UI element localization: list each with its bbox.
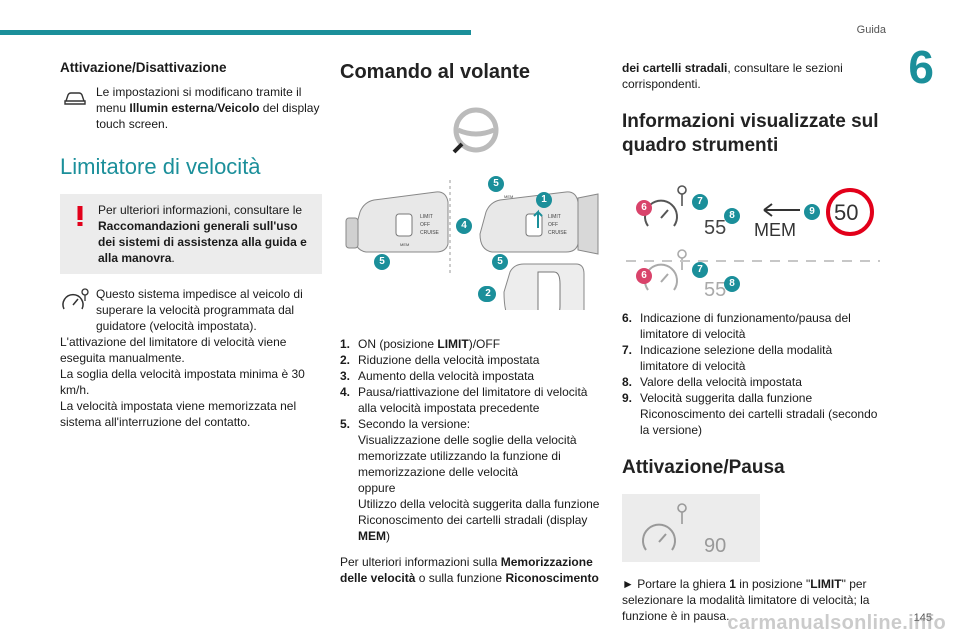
cluster-illustration: 55 MEM 50 55 6 7 8 9 6 7 8	[622, 168, 884, 301]
controls-list: 1.ON (posizione LIMIT)/OFF 2.Riduzione d…	[340, 336, 606, 544]
svg-text:OFF: OFF	[420, 222, 430, 228]
steering-illustration: LIMIT OFF CRUISE MEM LIMIT OFF CRUISE ME…	[340, 94, 606, 325]
pause-display-illustration: 90	[622, 494, 760, 562]
car-lights-icon	[60, 84, 90, 112]
list-item: 4.Pausa/riattivazione del limitatore di …	[340, 385, 588, 415]
callout-5-top: 5	[488, 176, 504, 192]
callout-6b: 6	[636, 268, 652, 284]
svg-text:CRUISE: CRUISE	[420, 230, 440, 236]
activation-paragraph: Le impostazioni si modificano tramite il…	[60, 84, 322, 132]
sign-speed-value: 50	[834, 200, 858, 225]
header-accent-bar	[0, 30, 471, 35]
callout-1: 1	[536, 192, 552, 208]
callout-4: 4	[456, 218, 472, 234]
cluster-display: 55 MEM 50 55	[644, 185, 874, 301]
svg-text:MEM: MEM	[504, 194, 513, 199]
rear-stalk	[503, 263, 585, 325]
separator-dashes	[626, 260, 880, 262]
svg-text:CRUISE: CRUISE	[548, 230, 568, 236]
callout-9: 9	[804, 204, 820, 220]
limiter-intro: Questo sistema impedisce al veicolo di s…	[96, 287, 303, 333]
more-info-text: Per ulteriori informazioni sulla Memoriz…	[340, 555, 599, 585]
limiter-gauge-icon	[644, 185, 687, 227]
page-number: 145	[913, 612, 932, 624]
speed-sign-icon	[826, 188, 874, 236]
callout-2: 2	[480, 286, 496, 302]
callout-5-left: 5	[374, 254, 390, 270]
limiter-heading: Limitatore di velocità	[60, 154, 261, 179]
limiter-memory-text: La velocità impostata viene memorizzata …	[60, 399, 297, 429]
limiter-manual-text: L'attivazione del limitatore di velocità…	[60, 335, 287, 365]
mem-label: MEM	[754, 220, 796, 240]
watermark: carmanualsonline.info	[727, 612, 946, 634]
activation-heading: Attivazione/Disattivazione	[60, 60, 227, 75]
cluster-legend-list: 6.Indicazione di funzionamento/pausa del…	[622, 310, 884, 438]
steering-heading: Comando al volante	[340, 61, 531, 83]
list-item: 9.Velocità suggerita dalla funzione Rico…	[622, 391, 878, 437]
running-title: Guida	[856, 24, 886, 36]
callout-7b: 7	[692, 262, 708, 278]
left-stalk: LIMIT OFF CRUISE MEM	[345, 191, 449, 253]
column-middle: Comando al volante LIMIT OFF CRUISE MEM	[340, 60, 606, 586]
callout-8b: 8	[724, 276, 740, 292]
list-item: 2.Riduzione della velocità impostata	[340, 353, 540, 367]
column-left: Attivazione/Disattivazione Le impostazio…	[60, 60, 322, 430]
set-speed-value: 55	[704, 217, 726, 239]
warning-exclamation-icon	[68, 202, 92, 230]
paused-speed-value: 55	[704, 279, 726, 298]
callout-7: 7	[692, 194, 708, 210]
callout-8: 8	[724, 208, 740, 224]
steering-wheel-icon	[452, 107, 499, 154]
paused-value: 90	[704, 535, 726, 557]
limiter-description: Questo sistema impedisce al veicolo di s…	[60, 286, 322, 430]
svg-text:LIMIT: LIMIT	[420, 214, 433, 220]
steering-stalk-diagram: LIMIT OFF CRUISE MEM LIMIT OFF CRUISE ME…	[345, 107, 599, 325]
list-item: 7.Indicazione selezione della modalità l…	[622, 343, 833, 373]
svg-text:OFF: OFF	[548, 222, 558, 228]
limiter-min-text: La soglia della velocità impostata minim…	[60, 367, 305, 397]
chapter-number: 6	[908, 41, 934, 93]
list-item: 1.ON (posizione LIMIT)/OFF	[340, 337, 501, 351]
svg-text:LIMIT: LIMIT	[548, 214, 561, 220]
cluster-info-heading: Informazioni visualizzate sul quadro str…	[622, 111, 879, 156]
column-right: dei cartelli stradali, consultare le sez…	[622, 60, 884, 624]
pause-heading: Attivazione/Pausa	[622, 457, 785, 478]
callout-5-right: 5	[492, 254, 508, 270]
list-item: 5. Secondo la versione: Visualizzazione …	[340, 417, 600, 543]
svg-text:MEM: MEM	[400, 242, 409, 247]
right-stalk: LIMIT OFF CRUISE MEM	[479, 191, 599, 255]
list-item: 3.Aumento della velocità impostata	[340, 369, 535, 383]
list-item: 8.Valore della velocità impostata	[622, 375, 802, 389]
warning-note: Per ulteriori informazioni, consultare l…	[60, 194, 322, 274]
speed-limiter-icon	[60, 286, 90, 314]
list-item: 6.Indicazione di funzionamento/pausa del…	[622, 311, 851, 341]
limiter-gauge-icon-paused	[644, 249, 687, 291]
callout-6: 6	[636, 200, 652, 216]
continued-text: dei cartelli stradali, consultare le sez…	[622, 61, 843, 91]
activation-step: ► Portare la ghiera 1 in posizione "LIMI…	[622, 577, 870, 623]
pause-display: 90	[642, 503, 726, 557]
